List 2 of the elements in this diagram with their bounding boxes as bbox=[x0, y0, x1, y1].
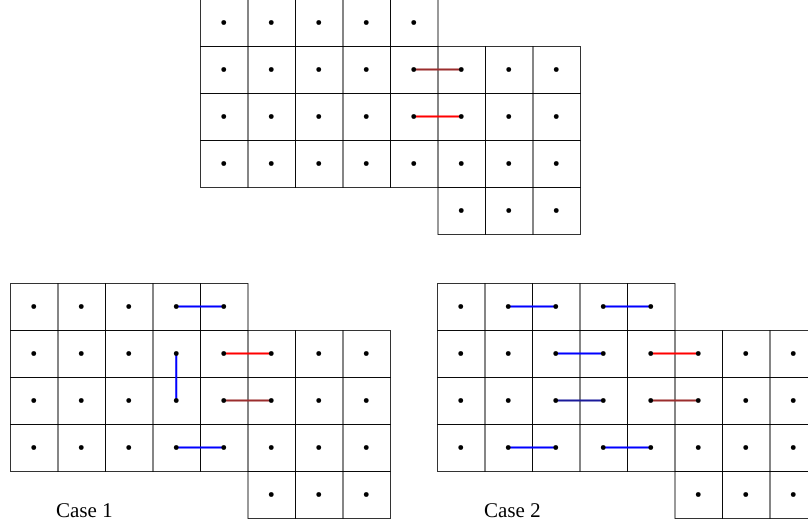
case-caption: Case 1 bbox=[56, 498, 113, 523]
case-caption: Case 2 bbox=[484, 498, 541, 523]
